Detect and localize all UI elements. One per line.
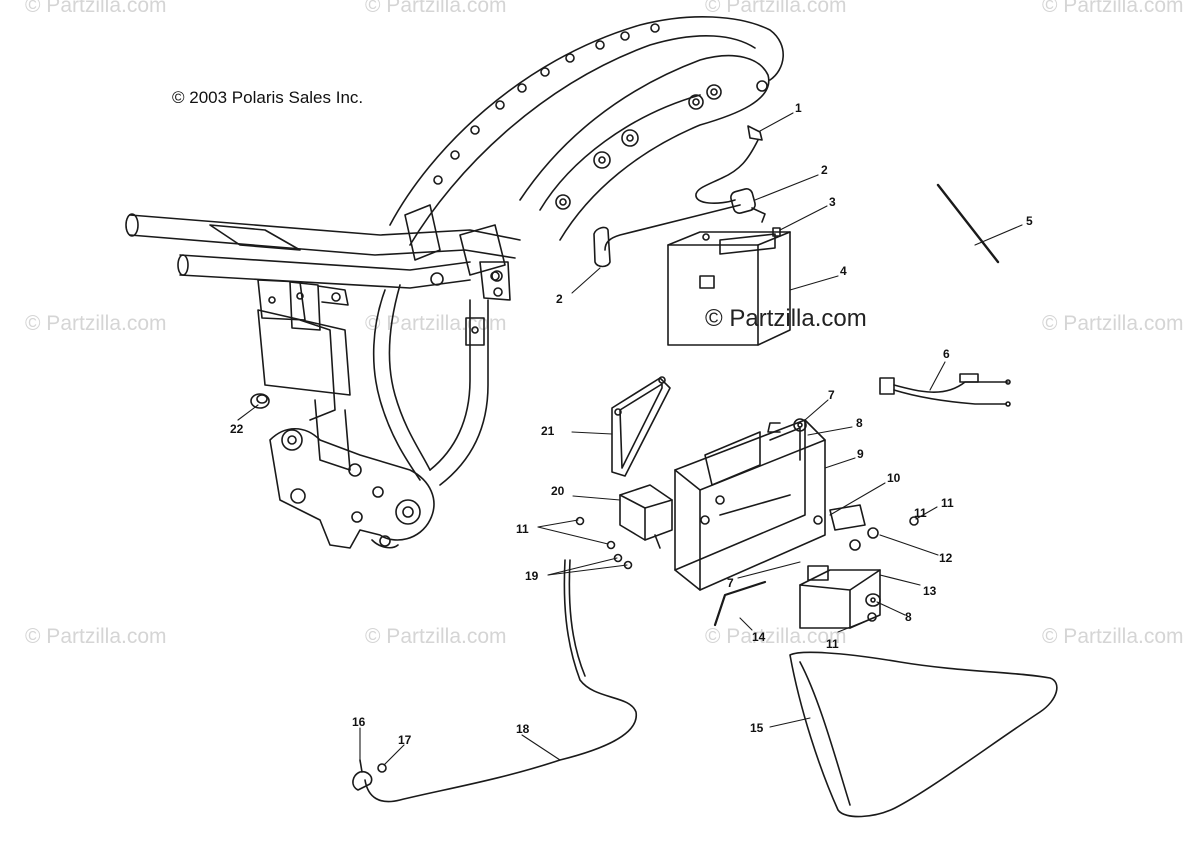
watermark-main: © Partzilla.com bbox=[705, 305, 867, 332]
watermark: © Partzilla.com bbox=[25, 625, 167, 648]
callout-number: 7 bbox=[727, 576, 734, 590]
frame-drawing bbox=[125, 15, 784, 549]
callout-number: 11 bbox=[826, 637, 839, 651]
callout-number: 2 bbox=[821, 163, 828, 177]
battery-part bbox=[667, 231, 791, 346]
callout-number: 8 bbox=[856, 416, 863, 430]
watermark: © Partzilla.com bbox=[705, 0, 847, 17]
nut-part bbox=[793, 418, 807, 432]
watermark: © Partzilla.com bbox=[1042, 312, 1184, 335]
callout-number: 2 bbox=[556, 292, 563, 306]
callout-number: 4 bbox=[840, 264, 847, 278]
terminal-part bbox=[352, 759, 373, 791]
washer-part bbox=[865, 593, 881, 607]
wiring-harness-part bbox=[879, 373, 1011, 407]
battery-cable-part bbox=[593, 125, 766, 268]
callout-number: 22 bbox=[230, 422, 244, 436]
nut-part bbox=[377, 763, 387, 773]
callout-number: 15 bbox=[750, 721, 764, 735]
callout-number: 6 bbox=[943, 347, 950, 361]
watermark: © Partzilla.com bbox=[705, 625, 847, 648]
callout-number: 1 bbox=[795, 101, 802, 115]
nut-part bbox=[606, 540, 616, 550]
battery-box-part bbox=[674, 419, 826, 591]
side-cover-part bbox=[789, 651, 1058, 818]
watermark: © Partzilla.com bbox=[1042, 625, 1184, 648]
watermark: © Partzilla.com bbox=[1042, 0, 1184, 17]
bolt-part bbox=[767, 422, 781, 433]
callout-number: 11 bbox=[941, 496, 954, 510]
callout-number: 9 bbox=[857, 447, 864, 461]
fastener-part bbox=[613, 553, 623, 563]
nut-part bbox=[909, 516, 919, 526]
cover-plate-part bbox=[611, 376, 671, 477]
callout-number: 11 bbox=[914, 506, 927, 520]
callout-number: 8 bbox=[905, 610, 912, 624]
callout-number: 11 bbox=[516, 522, 529, 536]
callout-number: 18 bbox=[516, 722, 530, 736]
solenoid-part bbox=[619, 484, 673, 549]
callout-number: 5 bbox=[1026, 214, 1033, 228]
ground-cable-part bbox=[364, 559, 637, 803]
callout-number: 19 bbox=[525, 569, 539, 583]
callout-number: 20 bbox=[551, 484, 565, 498]
callout-number: 21 bbox=[541, 424, 555, 438]
watermark: © Partzilla.com bbox=[25, 0, 167, 17]
callout-number: 3 bbox=[829, 195, 836, 209]
callout-number: 17 bbox=[398, 733, 412, 747]
grommet-part bbox=[250, 393, 270, 409]
nut-part bbox=[575, 516, 585, 526]
callout-number: 10 bbox=[887, 471, 901, 485]
callout-number: 14 bbox=[752, 630, 766, 644]
leader-lines bbox=[237, 112, 1023, 766]
watermark: © Partzilla.com bbox=[365, 0, 507, 17]
nut-part bbox=[867, 612, 877, 622]
watermark: © Partzilla.com bbox=[365, 625, 507, 648]
rod-part bbox=[713, 580, 767, 627]
copyright-notice: © 2003 Polaris Sales Inc. bbox=[172, 88, 364, 107]
callout-number: 7 bbox=[828, 388, 835, 402]
strap-part bbox=[936, 183, 1000, 264]
callout-number: 16 bbox=[352, 715, 366, 729]
callout-number: 12 bbox=[939, 551, 953, 565]
watermark: © Partzilla.com bbox=[25, 312, 167, 335]
mounting-bracket-part bbox=[799, 504, 881, 629]
callout-number: 13 bbox=[923, 584, 937, 598]
